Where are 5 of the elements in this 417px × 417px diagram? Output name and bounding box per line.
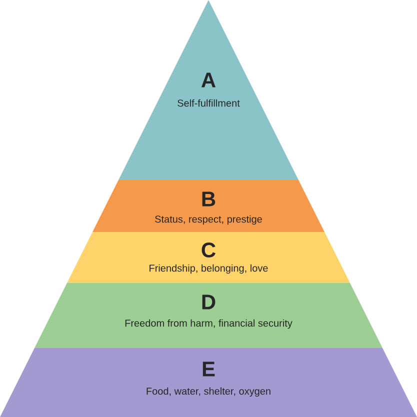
pyramid-level: D Freedom from harm, financial security <box>34 283 382 348</box>
pyramid-level: B Status, respect, prestige <box>92 180 324 232</box>
pyramid-level: C Friendship, belonging, love <box>67 232 350 283</box>
pyramid-level: E Food, water, shelter, oxygen <box>0 348 417 417</box>
pyramid-level: A Self-fulfillment <box>118 0 298 180</box>
